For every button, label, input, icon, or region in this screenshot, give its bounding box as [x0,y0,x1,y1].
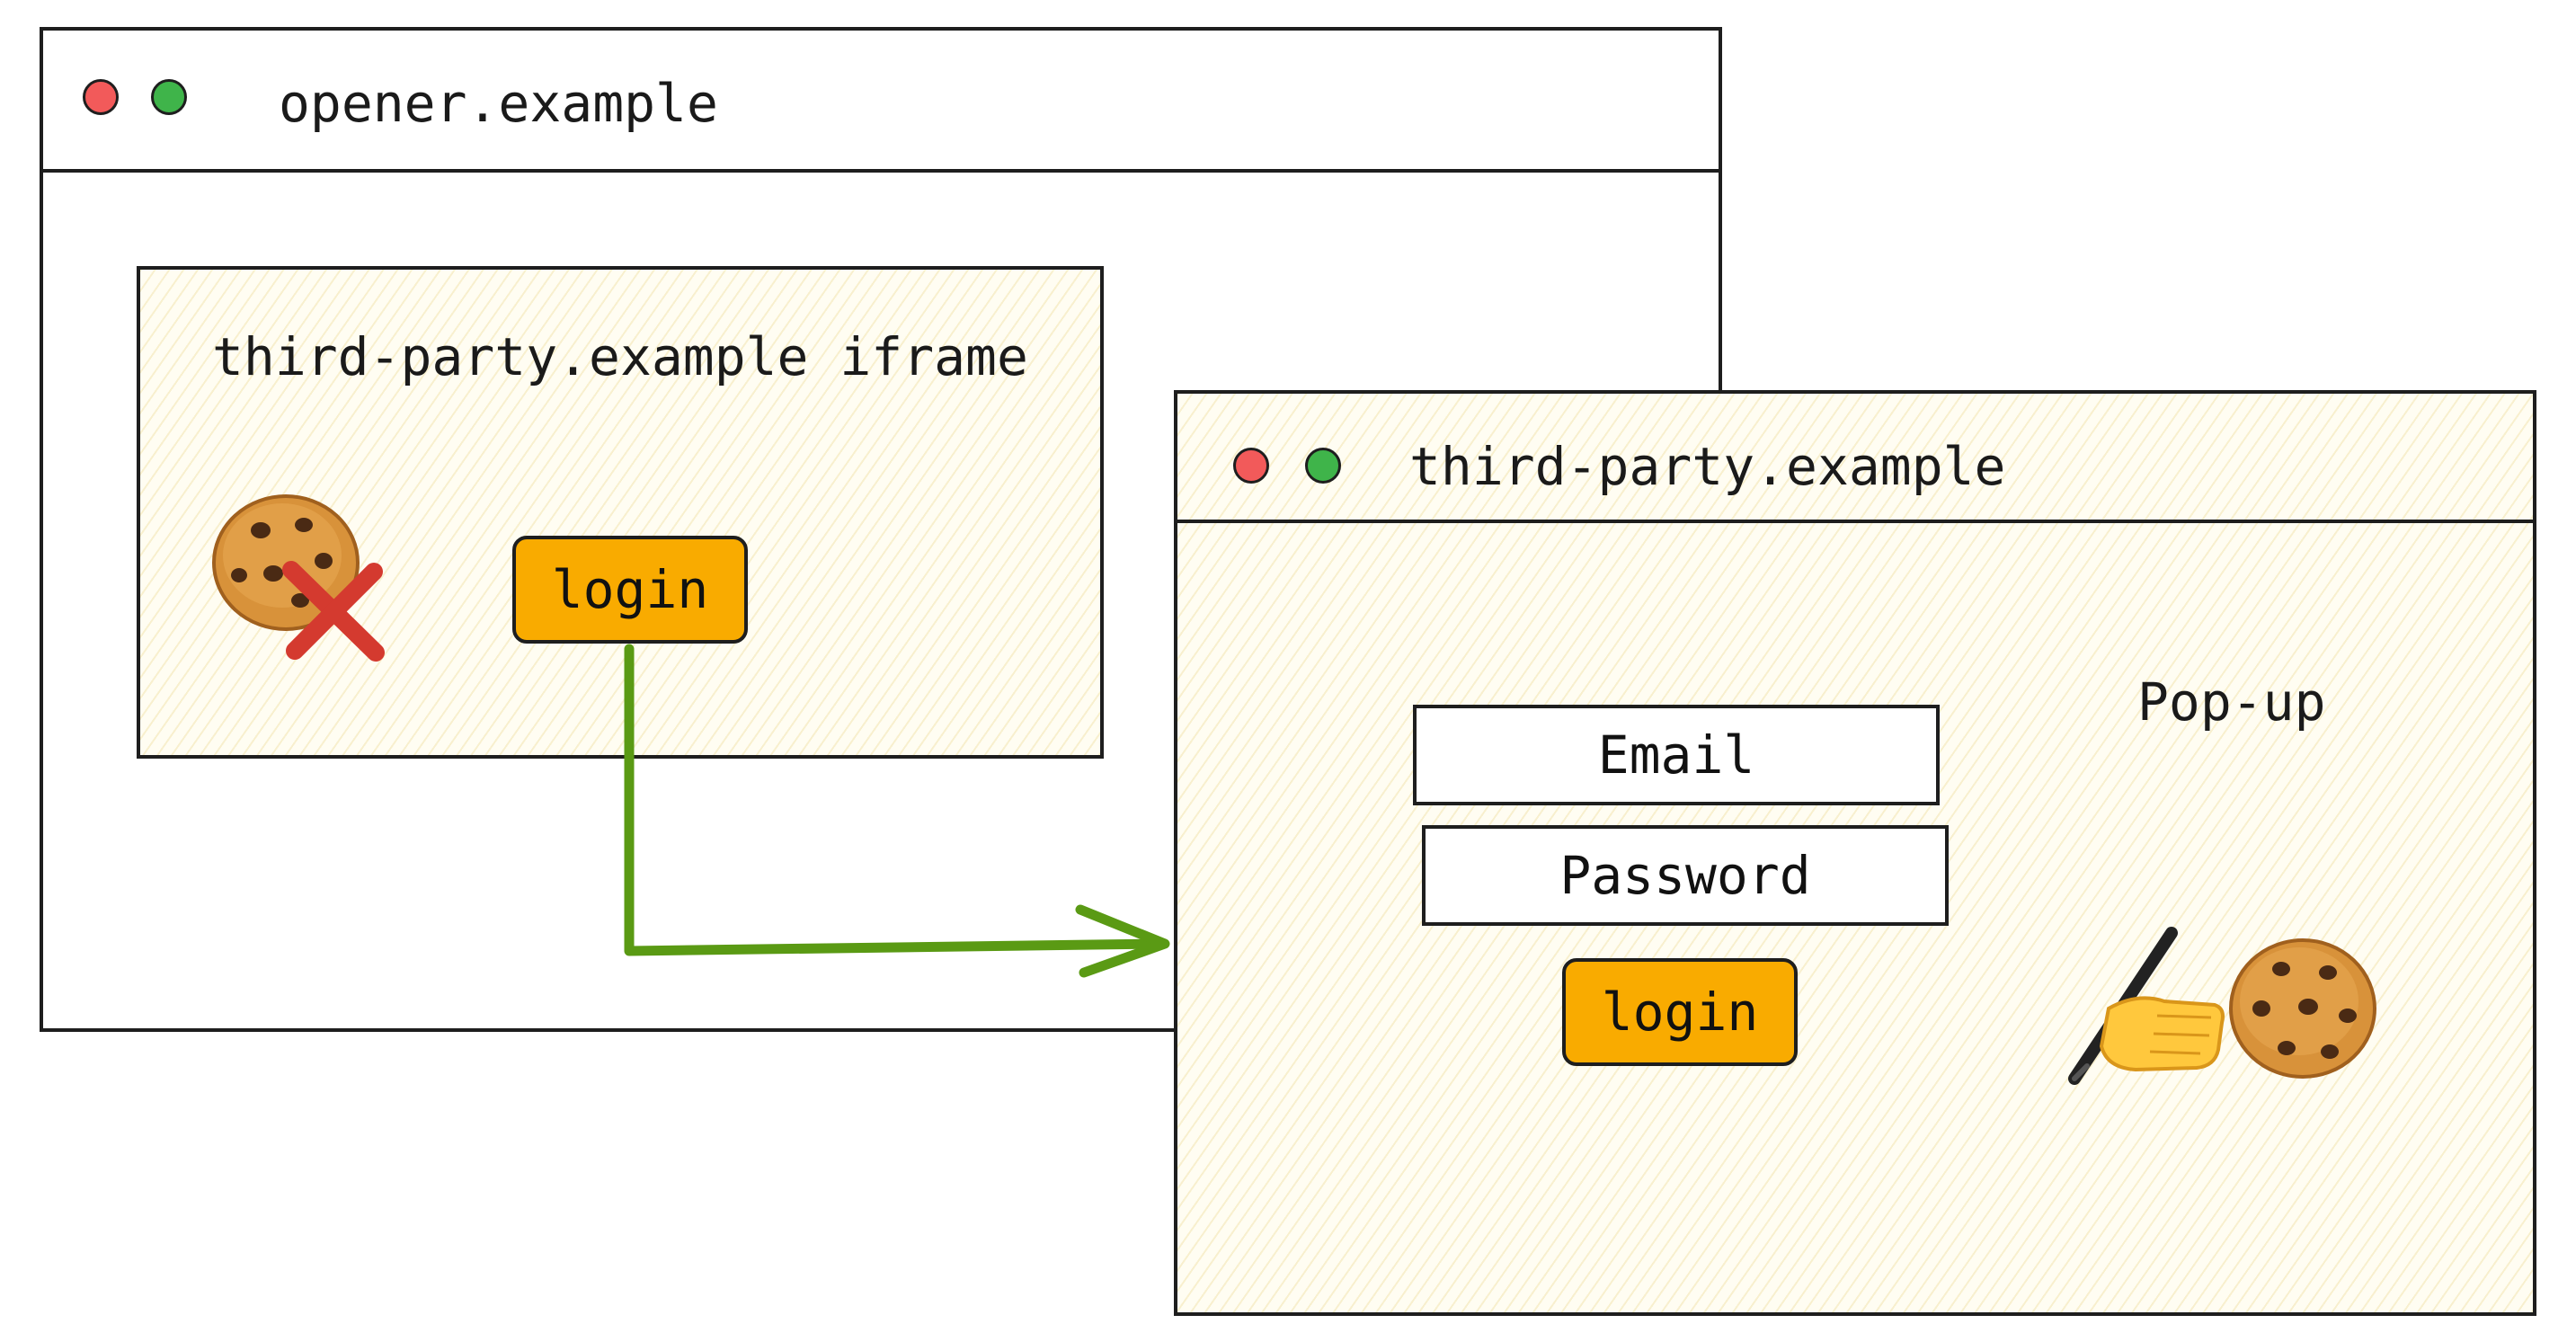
popup-window: third-party.example Pop-up Email Passwor… [1174,390,2536,1316]
iframe-login-button[interactable]: login [512,536,748,644]
password-field[interactable]: Password [1422,825,1949,926]
opener-title: opener.example [279,73,718,134]
maximize-dot-icon[interactable] [151,79,187,115]
maximize-dot-icon[interactable] [1305,448,1341,484]
popup-heading: Pop-up [2137,671,2326,733]
writing-hand-icon [2068,927,2225,1085]
email-field[interactable]: Email [1413,705,1940,805]
popup-titlebar: third-party.example [1177,394,2533,523]
iframe-label: third-party.example iframe [212,326,1028,387]
popup-login-button[interactable]: login [1562,958,1798,1066]
popup-title: third-party.example [1409,436,2006,497]
close-dot-icon[interactable] [83,79,119,115]
third-party-iframe: third-party.example iframe login [137,266,1104,759]
red-x-icon [282,561,385,662]
opener-titlebar: opener.example [43,31,1719,173]
close-dot-icon[interactable] [1233,448,1269,484]
cookie-icon [2229,938,2376,1079]
